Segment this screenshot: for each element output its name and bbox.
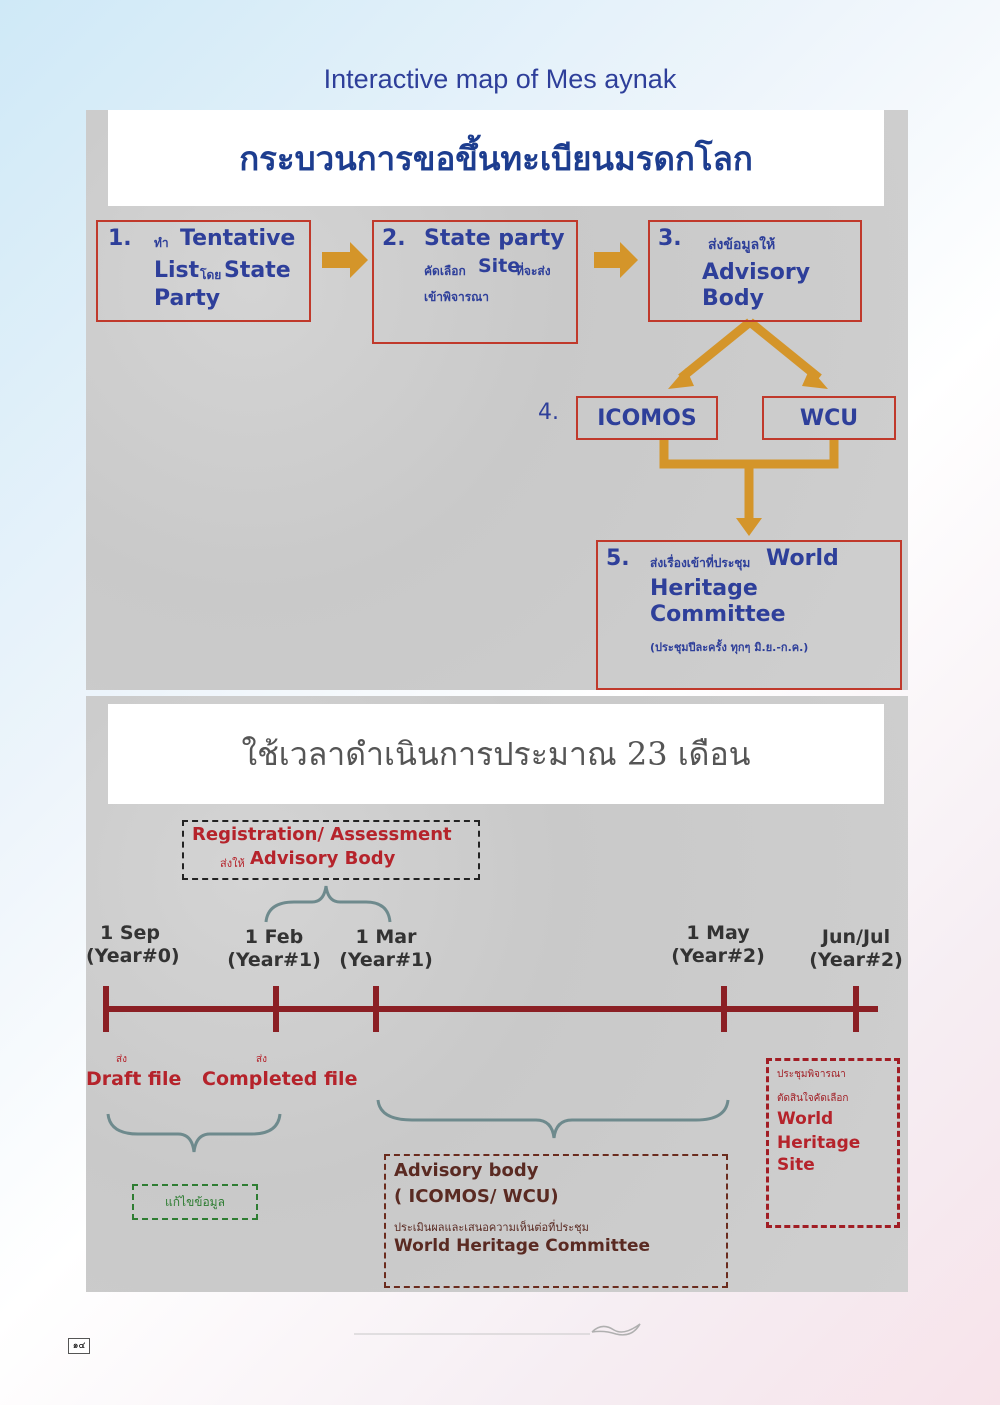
merge-connector xyxy=(659,440,839,520)
timeline-ticks xyxy=(103,986,859,1032)
step-1-line1: Tentative xyxy=(180,226,296,251)
step-4-wcu-box: WCU xyxy=(762,396,896,440)
timeline-heading: ใช้เวลาดำเนินการประมาณ 23 เดือน xyxy=(108,704,884,804)
timeline-graphics xyxy=(103,885,878,1153)
whc-line1: ประชุมพิจารณา xyxy=(777,1069,846,1080)
step-2-box: 2. State party คัดเลือก Site ที่จะส่ง เข… xyxy=(372,220,578,344)
step-5-line1: World xyxy=(766,546,839,571)
registration-line1: Registration/ Assessment xyxy=(192,824,452,845)
step-1-line2a: List xyxy=(154,258,200,283)
registration-box: Registration/ Assessment ส่งให้ Advisory… xyxy=(182,820,480,880)
step-3-line3: Body xyxy=(702,286,764,311)
advisory-line3: ประเมินผลและเสนอความเห็นต่อที่ประชุม xyxy=(394,1221,589,1234)
footer-flourish xyxy=(354,1323,641,1336)
step-5-thai: ส่งเรื่องเข้าที่ประชุม xyxy=(650,556,751,570)
date-1-may: 1 May(Year#2) xyxy=(671,922,765,967)
step-5-number: 5. xyxy=(606,546,630,571)
whc-decision-box: ประชุมพิจารณา ตัดสินใจคัดเลือก World Her… xyxy=(766,1058,900,1228)
wcu-label: WCU xyxy=(799,405,859,431)
step-1-line2c: State xyxy=(224,258,291,283)
step-3-line2: Advisory xyxy=(702,260,811,285)
step-1-box: 1. ทำ Tentative List โดย State Party xyxy=(96,220,311,322)
step-2-line3: เข้าพิจารณา xyxy=(424,290,490,304)
process-heading: กระบวนการขอขึ้นทะเบียนมรดกโลก xyxy=(108,110,884,206)
step-3-line1: ส่งข้อมูลให้ xyxy=(708,237,776,253)
advisory-line2: ( ICOMOS/ WCU) xyxy=(394,1186,559,1207)
registration-thai: ส่งให้ xyxy=(220,857,245,870)
arrow-step2-to-3 xyxy=(594,242,638,278)
step-2-line1: State party xyxy=(424,226,565,251)
arrow-step1-to-2 xyxy=(322,242,368,278)
step-2-number: 2. xyxy=(382,226,406,251)
draft-brace xyxy=(106,1113,282,1153)
advisory-body-box: Advisory body ( ICOMOS/ WCU) ประเมินผลแล… xyxy=(384,1154,728,1288)
date-jun-jul: Jun/Jul(Year#2) xyxy=(809,926,903,971)
date-1-sep: 1 Sep(Year#0) xyxy=(86,922,180,967)
timeline-panel: ใช้เวลาดำเนินการประมาณ 23 เดือน Registra… xyxy=(86,696,908,1292)
registration-brace xyxy=(264,885,392,923)
completed-file-label: Completed file xyxy=(202,1068,358,1090)
fix-info-label: แก้ไขข้อมูล xyxy=(165,1194,225,1209)
step-2-line2c: ที่จะส่ง xyxy=(516,264,551,278)
registration-line2: Advisory Body xyxy=(250,848,396,869)
fix-info-box: แก้ไขข้อมูล xyxy=(132,1184,258,1220)
arrow-step3-branch xyxy=(678,318,822,382)
step-1-line2b: โดย xyxy=(200,268,222,282)
step-2-line2a: คัดเลือก xyxy=(424,264,466,278)
arrow-head-icomos xyxy=(668,368,694,389)
process-panel: กระบวนการขอขึ้นทะเบียนมรดกโลก 1. ทำ Tent… xyxy=(86,110,908,690)
arrow-head-wcu xyxy=(802,368,828,389)
step-4-number: 4. xyxy=(538,400,559,425)
step-1-thai: ทำ xyxy=(154,236,169,250)
advisory-brace xyxy=(376,1099,730,1139)
whc-line3: World xyxy=(777,1109,834,1129)
process-arrows xyxy=(322,242,839,536)
draft-file-label: Draft file xyxy=(86,1068,182,1090)
step-2-line2b: Site xyxy=(478,255,521,277)
whc-line4: Heritage xyxy=(777,1133,861,1153)
page-title: Interactive map of Mes aynak xyxy=(323,64,677,94)
whc-line2: ตัดสินใจคัดเลือก xyxy=(777,1093,849,1104)
whc-line5: Site xyxy=(777,1155,815,1175)
step-5-line4: (ประชุมปีละครั้ง ทุกๆ มิ.ย.-ก.ค.) xyxy=(650,641,809,654)
advisory-line4: World Heritage Committee xyxy=(394,1236,651,1256)
send-label-draft: ส่ง xyxy=(116,1054,127,1065)
advisory-line1: Advisory body xyxy=(394,1160,539,1181)
step-1-line3: Party xyxy=(154,286,221,311)
step-1-number: 1. xyxy=(108,226,132,251)
send-label-completed: ส่ง xyxy=(256,1054,267,1065)
date-1-feb: 1 Feb(Year#1) xyxy=(227,926,321,971)
step-4-icomos-box: ICOMOS xyxy=(576,396,718,440)
step-3-box: 3. ส่งข้อมูลให้ Advisory Body xyxy=(648,220,862,322)
page-number: ๑๔ xyxy=(68,1338,90,1354)
step-5-line2: Heritage xyxy=(650,576,758,601)
icomos-label: ICOMOS xyxy=(597,405,697,431)
arrow-head-step5 xyxy=(736,518,762,536)
step-5-box: 5. ส่งเรื่องเข้าที่ประชุม World Heritage… xyxy=(596,540,902,690)
date-1-mar: 1 Mar(Year#1) xyxy=(339,926,433,971)
step-3-number: 3. xyxy=(658,226,682,251)
step-5-line3: Committee xyxy=(650,602,786,627)
